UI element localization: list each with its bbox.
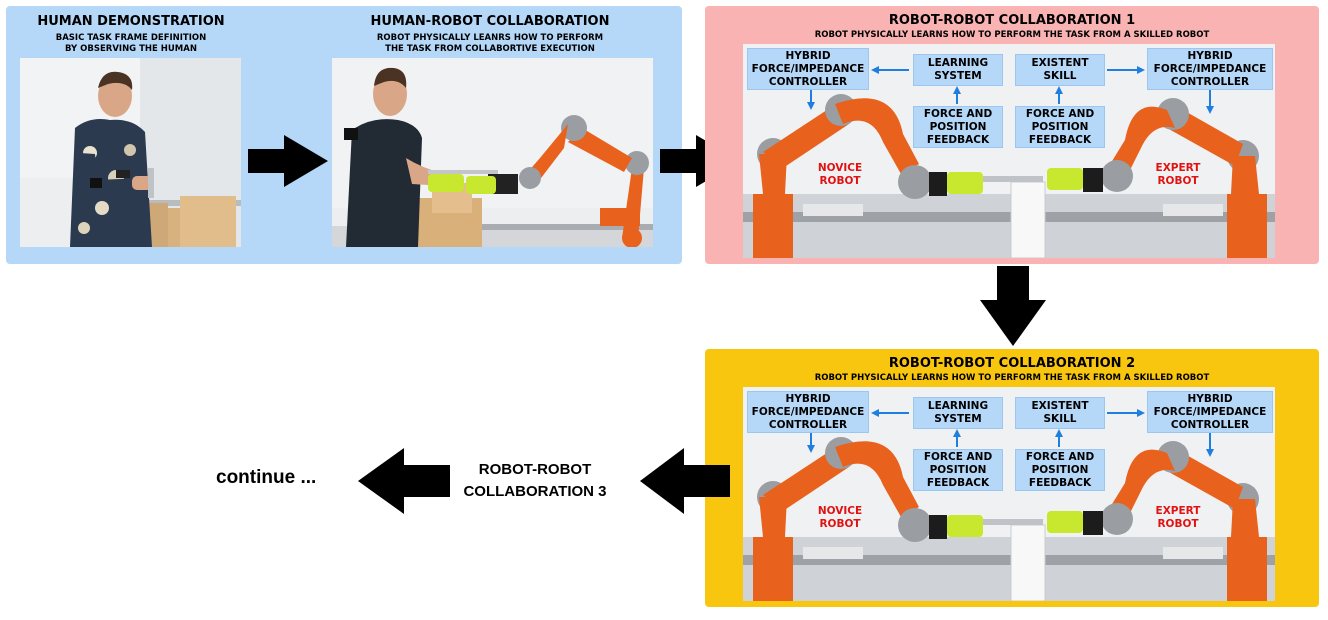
rr2-title: ROBOT-ROBOT COLLABORATION 2 bbox=[888, 356, 1136, 371]
human-demonstration-photo bbox=[20, 58, 241, 247]
hybrid-right-line: CONTROLLER bbox=[1170, 75, 1250, 88]
learning-line: LEARNING bbox=[927, 57, 989, 69]
rr1-subtitle: ROBOT PHYSICALLY LEARNS HOW TO PERFORM T… bbox=[814, 30, 1210, 40]
hybrid-right-line: HYBRID bbox=[1187, 392, 1233, 405]
learning-line: LEARNING bbox=[927, 400, 989, 412]
feedback-left-line: FEEDBACK bbox=[926, 133, 990, 146]
existent-line: SKILL bbox=[1043, 70, 1077, 82]
feedback-right-line: FORCE AND bbox=[1025, 450, 1095, 463]
continue-label: continue ... bbox=[216, 467, 317, 488]
hybrid-right-line: HYBRID bbox=[1187, 49, 1233, 62]
arrow-left-icon bbox=[640, 448, 730, 514]
hybrid-right-line: FORCE/IMPEDANCE bbox=[1153, 62, 1267, 75]
feedback-left-line: POSITION bbox=[929, 463, 987, 476]
rr2-subtitle: ROBOT PHYSICALLY LEARNS HOW TO PERFORM T… bbox=[814, 373, 1210, 383]
hybrid-left-line: CONTROLLER bbox=[768, 75, 848, 88]
existent-line: EXISTENT bbox=[1031, 400, 1089, 412]
novice-line: NOVICE bbox=[817, 162, 863, 174]
collab-subtitle-line1: ROBOT PHYSICALLY LEANRS HOW TO PERFORM bbox=[376, 33, 604, 43]
feedback-right-line: POSITION bbox=[1031, 463, 1089, 476]
arrow-right-icon bbox=[660, 135, 740, 187]
learning-line: SYSTEM bbox=[934, 413, 982, 425]
demo-title: HUMAN DEMONSTRATION bbox=[37, 14, 225, 29]
hybrid-right-line: CONTROLLER bbox=[1170, 418, 1250, 431]
existent-line: EXISTENT bbox=[1031, 57, 1089, 69]
feedback-right-line: FEEDBACK bbox=[1028, 133, 1092, 146]
collab-subtitle-line2: THE TASK FROM COLLABORTIVE EXECUTION bbox=[385, 44, 595, 54]
novice-line: NOVICE bbox=[817, 505, 863, 517]
novice-line: ROBOT bbox=[819, 518, 861, 530]
demo-subtitle-line1: BASIC TASK FRAME DEFINITION bbox=[55, 33, 207, 43]
collab-title: HUMAN-ROBOT COLLABORATION bbox=[370, 14, 610, 29]
human-robot-collaboration-photo bbox=[332, 58, 653, 247]
feedback-right-line: POSITION bbox=[1031, 120, 1089, 133]
feedback-left-line: FORCE AND bbox=[923, 107, 993, 120]
rr3-label-line2: COLLABORATION 3 bbox=[463, 483, 607, 500]
feedback-right-line: FORCE AND bbox=[1025, 107, 1095, 120]
feedback-left-line: POSITION bbox=[929, 120, 987, 133]
feedback-left-line: FEEDBACK bbox=[926, 476, 990, 489]
hybrid-left-line: FORCE/IMPEDANCE bbox=[751, 405, 865, 418]
arrow-right-icon bbox=[248, 135, 328, 187]
expert-line: ROBOT bbox=[1157, 518, 1199, 530]
existent-line: SKILL bbox=[1043, 413, 1077, 425]
arrow-down-icon bbox=[980, 266, 1046, 346]
hybrid-left-line: CONTROLLER bbox=[768, 418, 848, 431]
feedback-left-line: FORCE AND bbox=[923, 450, 993, 463]
expert-line: ROBOT bbox=[1157, 175, 1199, 187]
feedback-right-line: FEEDBACK bbox=[1028, 476, 1092, 489]
hybrid-left-line: FORCE/IMPEDANCE bbox=[751, 62, 865, 75]
expert-line: EXPERT bbox=[1155, 162, 1201, 174]
learning-line: SYSTEM bbox=[934, 70, 982, 82]
novice-line: ROBOT bbox=[819, 175, 861, 187]
rr1-title: ROBOT-ROBOT COLLABORATION 1 bbox=[888, 13, 1136, 28]
arrow-left-icon bbox=[358, 448, 450, 514]
hybrid-left-line: HYBRID bbox=[785, 49, 831, 62]
demo-subtitle-line2: BY OBSERVING THE HUMAN bbox=[65, 44, 197, 54]
expert-line: EXPERT bbox=[1155, 505, 1201, 517]
hybrid-right-line: FORCE/IMPEDANCE bbox=[1153, 405, 1267, 418]
rr3-label-line1: ROBOT-ROBOT bbox=[478, 461, 592, 478]
hybrid-left-line: HYBRID bbox=[785, 392, 831, 405]
